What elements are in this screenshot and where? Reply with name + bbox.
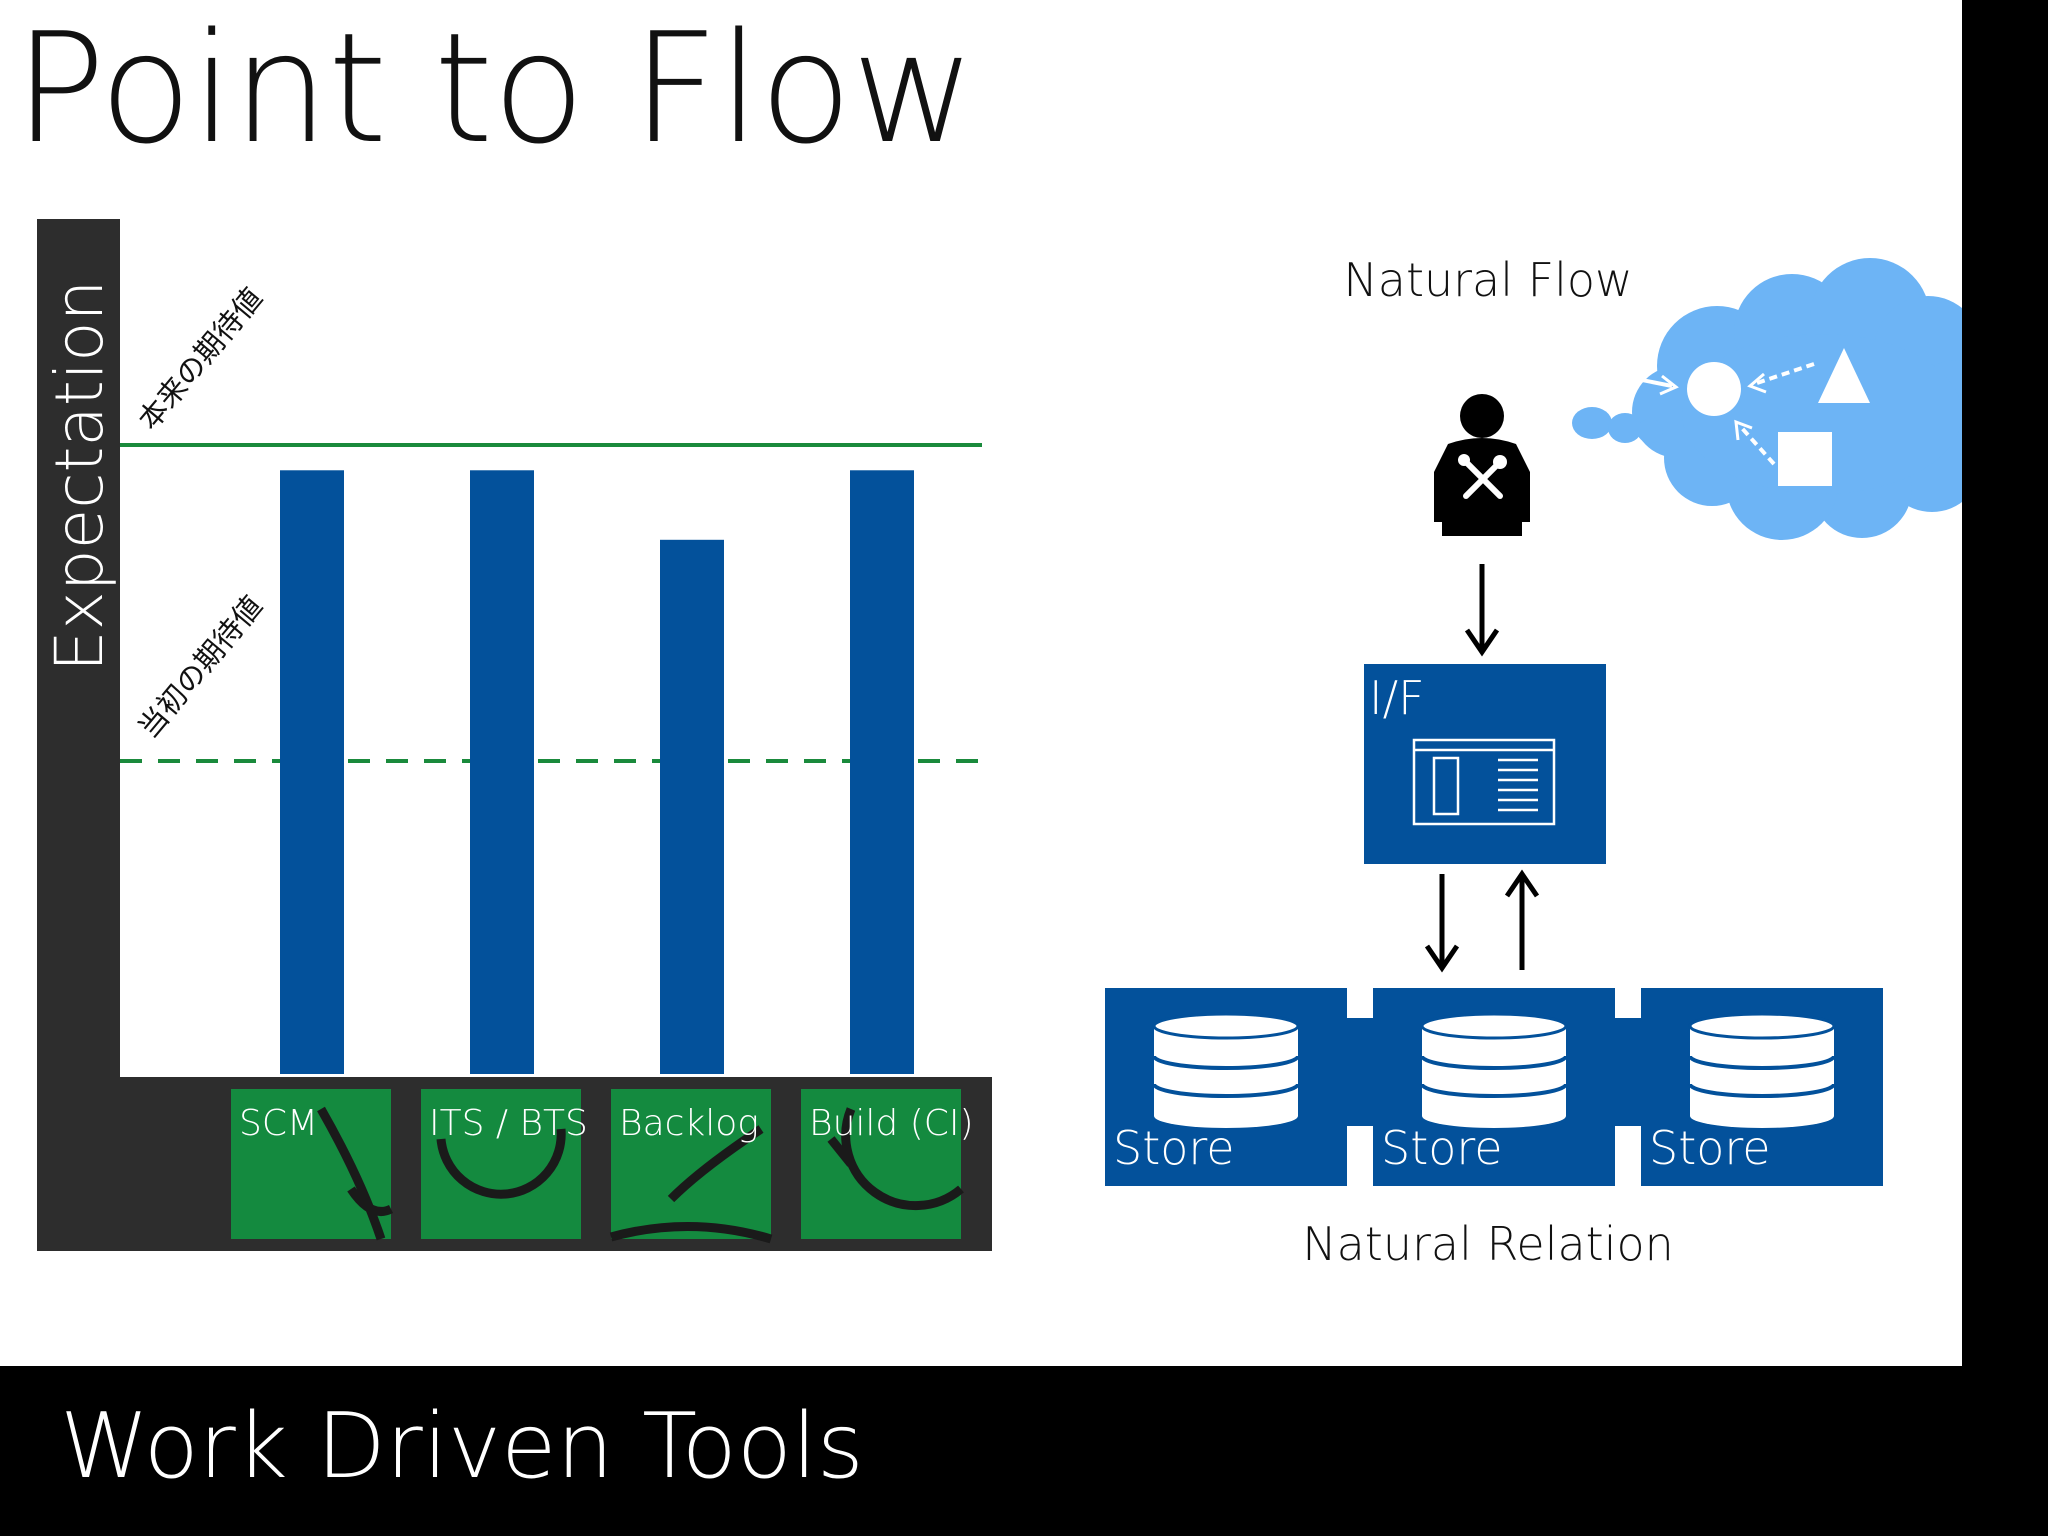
interface-label: I/F [1369, 671, 1425, 725]
store-box: Store [1373, 988, 1615, 1186]
cycle-icon [436, 1128, 566, 1199]
right-black-bar [1962, 0, 2048, 1366]
cloud-arrows [1621, 362, 1815, 466]
database-icon [1688, 1012, 1836, 1128]
build-cycle-icon [827, 1107, 964, 1211]
footer-title: Work Driven Tools [60, 1394, 864, 1499]
database-band [1420, 1055, 1568, 1070]
database-lid [1152, 1012, 1300, 1040]
database-band [1688, 1055, 1836, 1070]
category-tiles: SCM ITS / BTS Backlog Build (CI) [231, 1089, 974, 1244]
reference-lines [120, 443, 982, 763]
category-label: ITS / BTS [429, 1103, 588, 1144]
thought-bubbles [1572, 407, 1663, 443]
developer-icon [1434, 394, 1530, 536]
natural-flow-diagram: Natural Flow [1105, 253, 1962, 1271]
store-row: Store Store Store [1105, 988, 1883, 1186]
bar-series [280, 470, 914, 1074]
branch-icon [317, 1106, 394, 1241]
database-icon [1420, 1012, 1568, 1128]
database-icon [1152, 1012, 1300, 1128]
y-axis-label: Expectation [41, 280, 118, 672]
store-box: Store [1105, 988, 1347, 1186]
expectation-chart: Expectation 本来の期待値 当初の期待値 SCM ITS / BTS Ba… [37, 219, 992, 1251]
database-lid [1688, 1012, 1836, 1040]
arrow-to-store [1424, 874, 1460, 973]
database-lid [1420, 1012, 1568, 1040]
database-band [1420, 1083, 1568, 1098]
category-label: Backlog [619, 1103, 759, 1144]
natural-flow-label: Natural Flow [1343, 253, 1632, 307]
bar [280, 470, 344, 1074]
store-connector [1345, 1018, 1375, 1126]
initial-expectation-label: 当初の期待値 [131, 589, 269, 744]
slide-title: Point to Flow [14, 0, 976, 177]
window-icon [1412, 738, 1556, 826]
arrow-to-interface [1464, 564, 1500, 657]
database-body [1422, 1026, 1566, 1128]
slide: Point to Flow Expectation 本来の期待値 当初の期待値 … [0, 0, 1962, 1366]
thought-cloud [1572, 258, 1962, 540]
backlog-flow-icon [609, 1125, 773, 1244]
store-label: Store [1381, 1121, 1503, 1175]
category-tile: Build (CI) [801, 1089, 974, 1239]
wrench-icon [1463, 459, 1503, 499]
arrow-from-store [1504, 869, 1540, 970]
square-node [1778, 432, 1832, 486]
true-expectation-label: 本来の期待値 [131, 281, 269, 436]
natural-relation-label: Natural Relation [1302, 1217, 1674, 1271]
store-connector [1613, 1018, 1643, 1126]
footer-bar: Work Driven Tools [0, 1366, 2048, 1536]
category-tile-bg [611, 1089, 771, 1239]
store-label: Store [1113, 1121, 1235, 1175]
database-body [1690, 1026, 1834, 1128]
category-tile-bg [231, 1089, 391, 1239]
database-body [1154, 1026, 1298, 1128]
category-label: Build (CI) [809, 1103, 974, 1144]
store-label: Store [1649, 1121, 1771, 1175]
cloud-shape [1632, 258, 1962, 540]
database-band [1152, 1083, 1300, 1098]
database-band [1688, 1083, 1836, 1098]
database-band [1152, 1055, 1300, 1070]
interface-box: I/F [1364, 664, 1606, 864]
bar [660, 539, 724, 1074]
bar [850, 470, 914, 1074]
store-box: Store [1641, 988, 1883, 1186]
triangle-node [1818, 348, 1870, 403]
category-tile-bg [801, 1089, 961, 1239]
category-tile: ITS / BTS [421, 1089, 588, 1239]
category-tile: SCM [231, 1089, 394, 1241]
category-label: SCM [239, 1103, 318, 1144]
circle-node [1687, 362, 1741, 416]
category-tile: Backlog [609, 1089, 773, 1244]
bar [470, 470, 534, 1074]
